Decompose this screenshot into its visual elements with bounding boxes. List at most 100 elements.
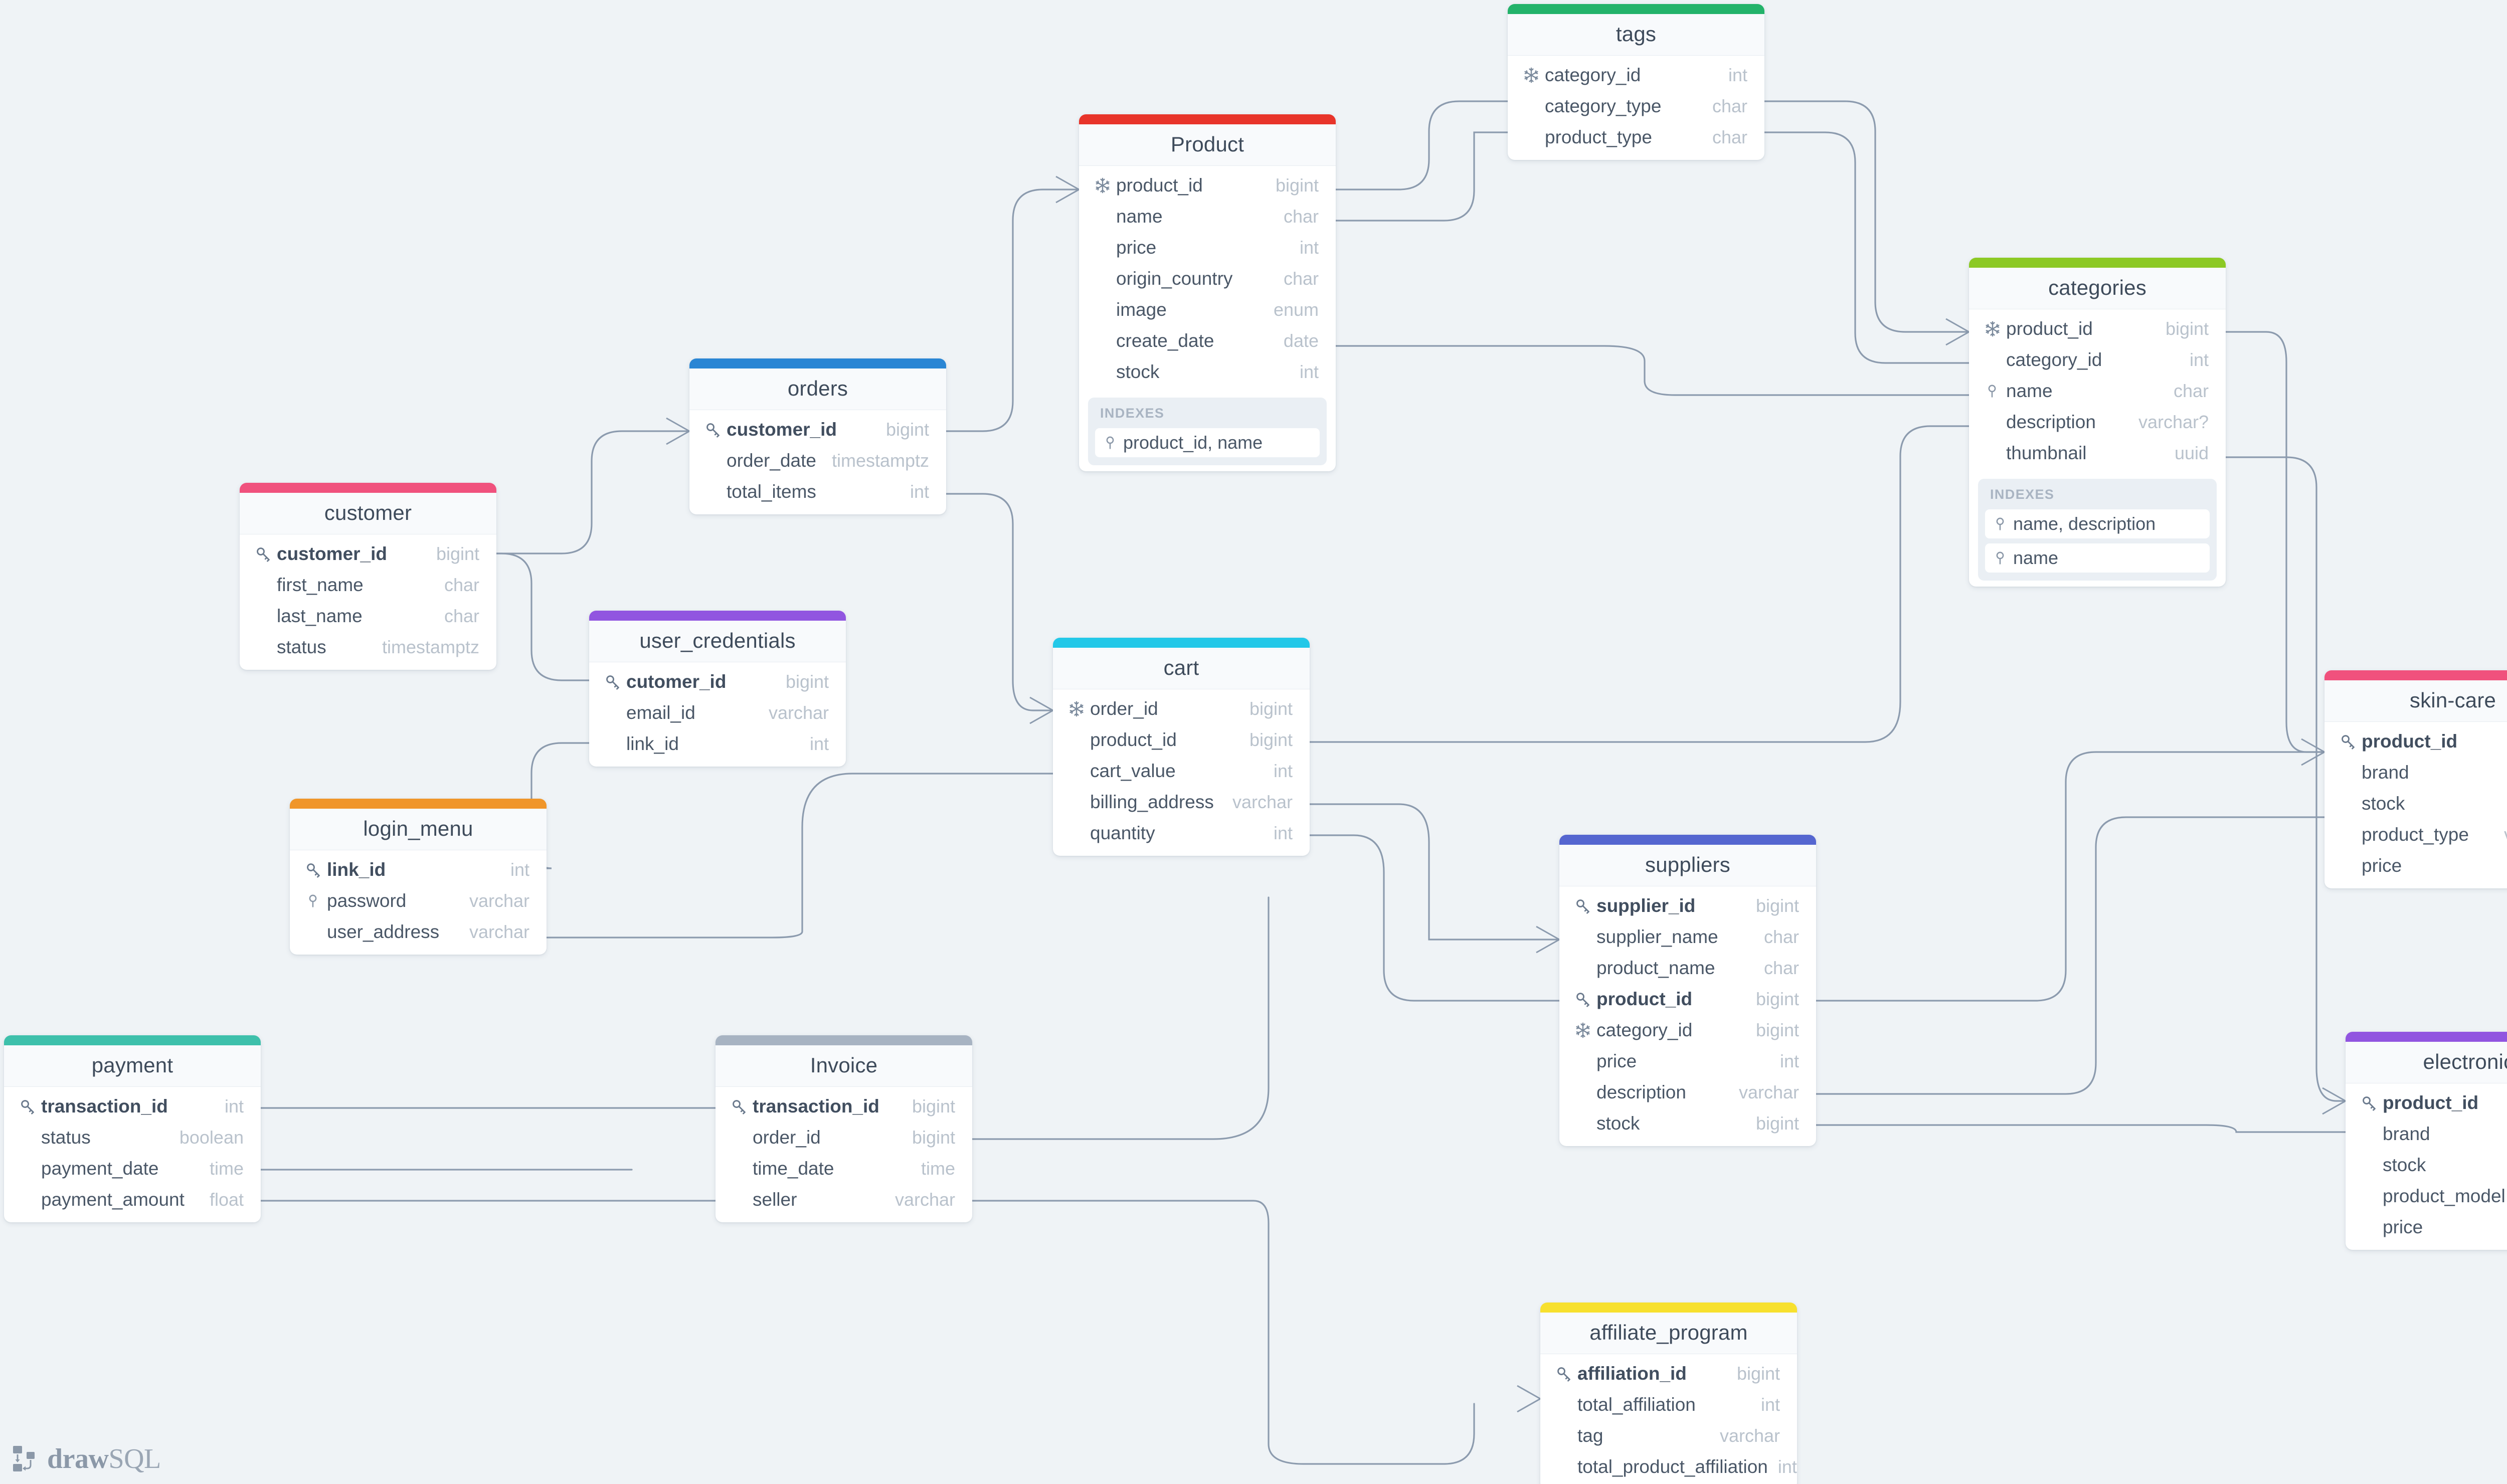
field-name: transaction_id xyxy=(753,1096,879,1117)
field-name: link_id xyxy=(327,859,386,880)
table-field-row[interactable]: product_typevarchar xyxy=(2324,819,2507,850)
field-name: product_id xyxy=(1090,729,1177,750)
index-item[interactable]: product_id, name xyxy=(1095,428,1320,457)
table-field-row[interactable]: product_modelvarchar xyxy=(2346,1181,2507,1212)
field-type: int xyxy=(510,859,529,880)
table-card-electronics[interactable]: electronicsproduct_idbigintbrandcharstoc… xyxy=(2346,1032,2507,1250)
field-name: link_id xyxy=(626,733,679,754)
field-type: int xyxy=(809,733,829,754)
table-field-row[interactable]: brandchar xyxy=(2324,757,2507,788)
table-card-skin-care[interactable]: skin-careproduct_idbigintbrandcharstocki… xyxy=(2324,670,2507,888)
field-name: price xyxy=(1596,1051,1637,1071)
table-title: login_menu xyxy=(290,809,547,850)
field-type: bigint xyxy=(1755,1113,1799,1134)
index-item[interactable]: name, description xyxy=(1985,509,2210,538)
field-name: cart_value xyxy=(1090,761,1176,781)
logo-draw-text: draw xyxy=(47,1443,109,1474)
field-type: int xyxy=(1299,237,1319,258)
table-field-row[interactable]: link_id int xyxy=(290,854,547,885)
field-name: supplier_name xyxy=(1596,926,1718,947)
table-field-row[interactable]: brandchar xyxy=(2346,1119,2507,1150)
index-item[interactable]: name xyxy=(1985,543,2210,573)
table-field-row[interactable]: link_id int xyxy=(589,728,846,760)
field-name: thumbnail xyxy=(2006,443,2087,463)
table-fields: product_idbigintbrandcharstockintproduct… xyxy=(2346,1083,2507,1250)
table-title: affiliate_program xyxy=(1540,1313,1797,1354)
index-label: name, description xyxy=(2013,513,2156,534)
field-type: float xyxy=(209,1189,244,1210)
